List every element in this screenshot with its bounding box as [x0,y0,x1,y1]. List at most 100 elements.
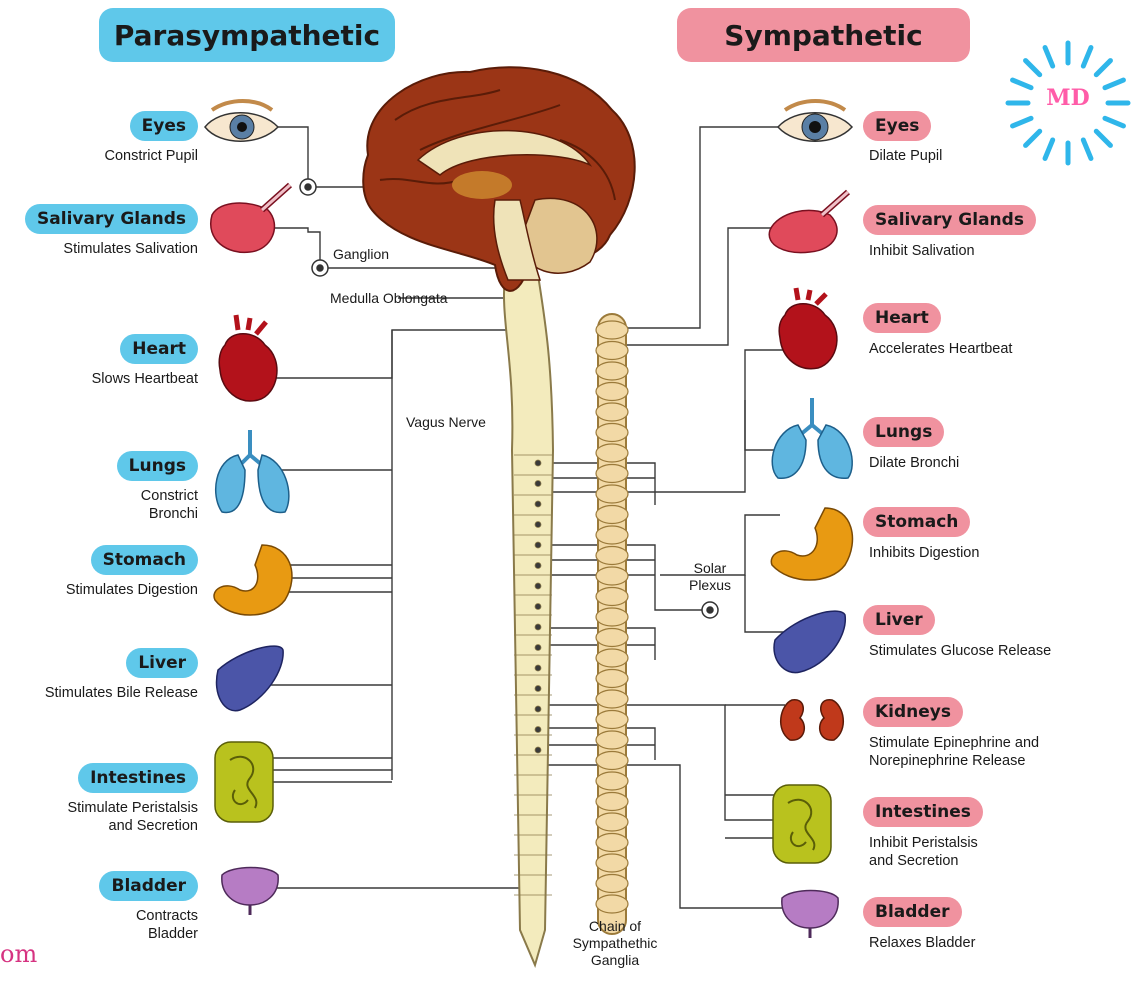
symp-organ-kidneys: Kidneys [863,697,963,727]
ganglion-bead [596,670,628,688]
nerve-root-dot [535,624,541,630]
para-organ-lungs: Lungs [117,451,198,481]
heart-icon [219,315,277,401]
symp-organ-liver: Liver [863,605,935,635]
md-logo: MD [1000,35,1135,170]
nerve-root-dot [535,542,541,548]
para-organ-eyes: Eyes [130,111,198,141]
ganglion-bead [596,875,628,893]
salivary-gland-icon [769,192,848,253]
bladder-icon [222,868,278,916]
symp-effect-salivary-glands: Inhibit Salivation [869,242,975,260]
ganglion-bead [596,567,628,585]
para-organ-bladder: Bladder [99,871,198,901]
lungs-icon [216,430,289,513]
brain-icon [363,67,634,291]
ganglion-bead [596,895,628,913]
ganglion-bead [596,321,628,339]
liver-icon [217,646,284,711]
nerve-root-dot [535,645,541,651]
nerve-root-dot [535,686,541,692]
heart-icon [779,288,837,369]
intestines-icon [773,785,831,863]
symp-effect-heart: Accelerates Heartbeat [869,340,1012,358]
ganglion-bead [596,362,628,380]
nerve-root-dot [535,501,541,507]
spinal-cord-icon [504,275,553,965]
symp-organ-eyes: Eyes [863,111,931,141]
liver-icon [774,611,845,672]
para-organ-heart: Heart [120,334,198,364]
bladder-icon [782,891,838,939]
ganglion-bead [596,506,628,524]
sympathetic-chain-ganglia [596,314,628,934]
stomach-icon [214,545,292,615]
ganglion-bead [596,588,628,606]
symp-organ-stomach: Stomach [863,507,970,537]
sympathetic-header: Sympathetic [677,8,970,62]
symp-organ-salivary-glands: Salivary Glands [863,205,1036,235]
ganglion-bead [596,383,628,401]
para-effect-intestines: Stimulate Peristalsisand Secretion [67,799,198,835]
nerve-root-dot [535,747,541,753]
ganglion-bead [596,854,628,872]
intestines-icon [215,742,273,822]
para-organ-liver: Liver [126,648,198,678]
symp-effect-stomach: Inhibits Digestion [869,544,979,562]
kidneys-icon [781,700,844,740]
ganglion-bead [596,813,628,831]
watermark-text: om [0,940,37,968]
ganglion-bead [596,690,628,708]
ganglion-bead [596,465,628,483]
ganglion-bead [596,608,628,626]
eye-icon [778,101,852,141]
nerve-root-dot [535,583,541,589]
ganglion-bead [596,403,628,421]
para-effect-liver: Stimulates Bile Release [45,684,198,702]
eye-icon [205,101,278,141]
symp-effect-eyes: Dilate Pupil [869,147,942,165]
symp-effect-bladder: Relaxes Bladder [869,934,975,952]
ganglion-bead [596,793,628,811]
nerve-root-dot [535,460,541,466]
ganglion-bead [596,485,628,503]
medulla-oblongata-label: Medulla Oblongata [330,290,448,307]
nerve-root-dot [535,481,541,487]
ganglion-label: Ganglion [333,246,389,263]
nerve-root-dot [535,563,541,569]
nerve-root-dot [535,706,541,712]
ganglion-bead [596,424,628,442]
para-effect-eyes: Constrict Pupil [105,147,198,165]
ganglion-bead [596,649,628,667]
symp-organ-heart: Heart [863,303,941,333]
para-organ-salivary-glands: Salivary Glands [25,204,198,234]
ganglion-bead [596,731,628,749]
para-effect-heart: Slows Heartbeat [92,370,198,388]
ganglion-bead [596,752,628,770]
ganglion-bead [596,342,628,360]
ganglion-bead [596,547,628,565]
nerve-root-dot [535,665,541,671]
stomach-icon [771,508,852,580]
para-effect-stomach: Stimulates Digestion [66,581,198,599]
ganglion-bead [596,444,628,462]
ganglion-bead [596,772,628,790]
symp-organ-lungs: Lungs [863,417,944,447]
para-effect-salivary-glands: Stimulates Salivation [63,240,198,258]
salivary-gland-icon [211,185,290,252]
symp-organ-intestines: Intestines [863,797,983,827]
lungs-icon [772,398,852,478]
vagus-nerve-label: Vagus Nerve [406,414,486,431]
para-organ-intestines: Intestines [78,763,198,793]
para-organ-stomach: Stomach [91,545,198,575]
symp-organ-bladder: Bladder [863,897,962,927]
symp-effect-lungs: Dilate Bronchi [869,454,959,472]
ganglion-bead [596,711,628,729]
ganglion-bead [596,834,628,852]
